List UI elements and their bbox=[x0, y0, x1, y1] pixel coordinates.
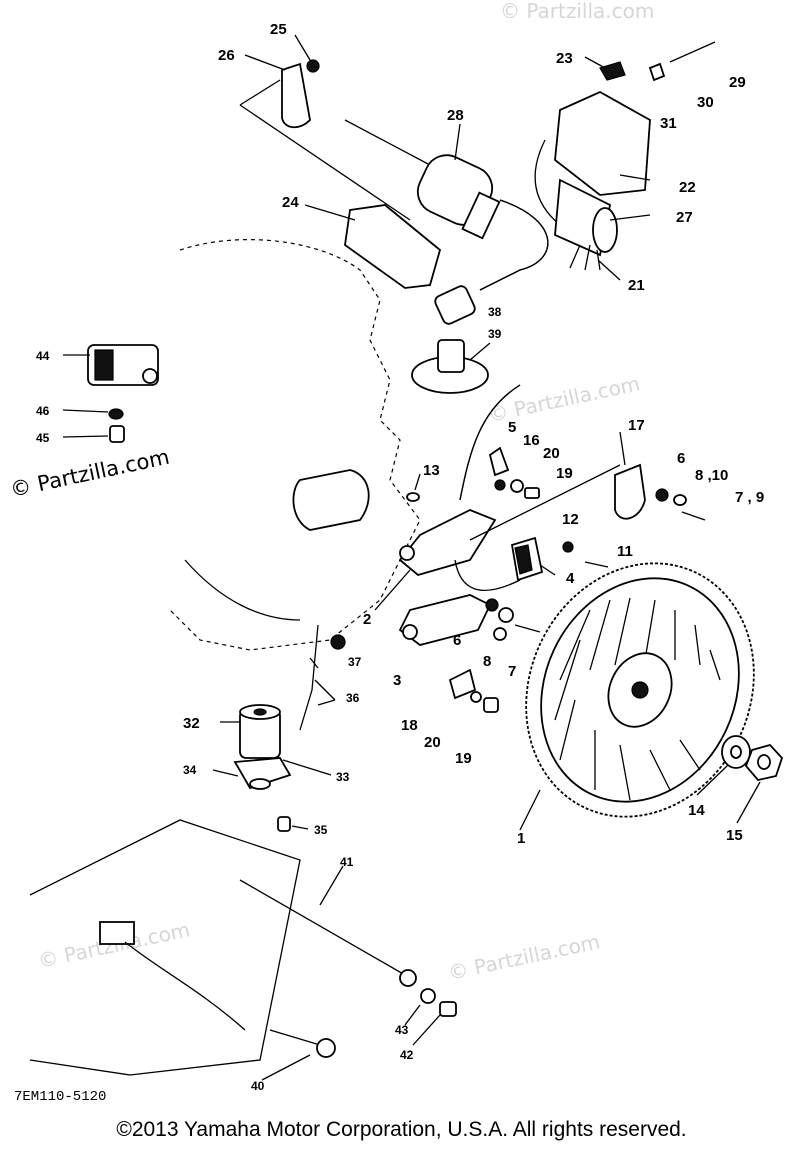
callout-1: 1 bbox=[517, 830, 525, 847]
callout-28: 28 bbox=[447, 107, 464, 124]
engine-outline bbox=[169, 238, 421, 651]
charge-coil-3 bbox=[398, 594, 499, 646]
callout-15: 15 bbox=[726, 827, 743, 844]
callout-12: 12 bbox=[562, 511, 579, 528]
callout-29: 29 bbox=[729, 74, 746, 91]
callout-16: 16 bbox=[523, 432, 540, 449]
watermark-faint-right: © Partzilla.com bbox=[446, 929, 602, 985]
bracket-24 bbox=[344, 204, 442, 289]
flywheel-1 bbox=[525, 562, 755, 818]
callout-46: 46 bbox=[36, 404, 50, 418]
clamp-26 bbox=[239, 59, 411, 221]
starter-relay-32 bbox=[233, 624, 346, 832]
ignition-coil-28 bbox=[344, 119, 549, 325]
callout-26: 26 bbox=[218, 47, 235, 64]
callout-8-10: 8 ,10 bbox=[695, 467, 728, 484]
battery-box bbox=[29, 819, 457, 1076]
relay-44 bbox=[87, 344, 159, 443]
pulser-coil-2 bbox=[398, 384, 621, 591]
callout-3: 3 bbox=[393, 672, 401, 689]
cover-39 bbox=[411, 339, 489, 394]
callout-20-upper: 20 bbox=[543, 445, 560, 462]
nut-15 bbox=[744, 743, 784, 781]
watermark-partzilla: © Partzilla.com bbox=[8, 445, 172, 502]
washer-14 bbox=[721, 735, 751, 769]
callout-7-lower: 7 bbox=[508, 663, 516, 680]
callout-34: 34 bbox=[183, 763, 197, 777]
callout-6-upper: 6 bbox=[677, 450, 685, 467]
cdi-unit-22 bbox=[534, 41, 716, 271]
callout-13: 13 bbox=[423, 462, 440, 479]
callout-27: 27 bbox=[676, 209, 693, 226]
callout-5: 5 bbox=[508, 419, 516, 436]
callout-31: 31 bbox=[660, 115, 677, 132]
callout-24: 24 bbox=[282, 194, 299, 211]
callout-40: 40 bbox=[251, 1079, 265, 1093]
crankshaft-end bbox=[292, 469, 420, 531]
callout-23: 23 bbox=[556, 50, 573, 67]
callout-14: 14 bbox=[688, 802, 705, 819]
drawing-code: 7EM110-5120 bbox=[14, 1089, 106, 1105]
callout-44: 44 bbox=[36, 349, 50, 363]
callout-38: 38 bbox=[488, 305, 502, 319]
callout-7-9: 7 , 9 bbox=[735, 489, 764, 506]
callout-21: 21 bbox=[628, 277, 645, 294]
watermark-faint-top: © Partzilla.com bbox=[500, 0, 654, 23]
callout-19-lower: 19 bbox=[455, 750, 472, 767]
leader-lines bbox=[62, 34, 761, 1081]
callout-39: 39 bbox=[488, 327, 502, 341]
copyright-footer: ©2013 Yamaha Motor Corporation, U.S.A. A… bbox=[116, 1118, 687, 1141]
callout-18: 18 bbox=[401, 717, 418, 734]
screws-misc bbox=[493, 541, 609, 641]
callout-30: 30 bbox=[697, 94, 714, 111]
callout-4: 4 bbox=[566, 570, 575, 587]
bracket-17 bbox=[614, 463, 706, 521]
callout-6-lower: 6 bbox=[453, 632, 461, 649]
callout-11: 11 bbox=[617, 543, 633, 560]
rectifier-4 bbox=[510, 536, 544, 582]
bracket-18 bbox=[448, 668, 499, 713]
callout-41: 41 bbox=[340, 855, 354, 869]
callout-43: 43 bbox=[395, 1023, 409, 1037]
callout-17: 17 bbox=[628, 417, 645, 434]
callout-22: 22 bbox=[679, 179, 696, 196]
callout-33: 33 bbox=[336, 770, 350, 784]
callout-19-upper: 19 bbox=[556, 465, 573, 482]
callout-35: 35 bbox=[314, 823, 328, 837]
callout-20-lower: 20 bbox=[424, 734, 441, 751]
callout-25: 25 bbox=[270, 21, 287, 38]
callout-32: 32 bbox=[183, 715, 200, 732]
callout-37: 37 bbox=[348, 655, 362, 669]
callout-labels: 25 26 28 23 29 30 31 22 27 21 24 38 39 4… bbox=[36, 21, 764, 1093]
callout-8-lower: 8 bbox=[483, 653, 491, 670]
callout-45: 45 bbox=[36, 431, 50, 445]
callout-42: 42 bbox=[400, 1048, 414, 1062]
callout-2: 2 bbox=[363, 611, 371, 628]
callout-36: 36 bbox=[346, 691, 360, 705]
clamp-16 bbox=[488, 446, 540, 499]
